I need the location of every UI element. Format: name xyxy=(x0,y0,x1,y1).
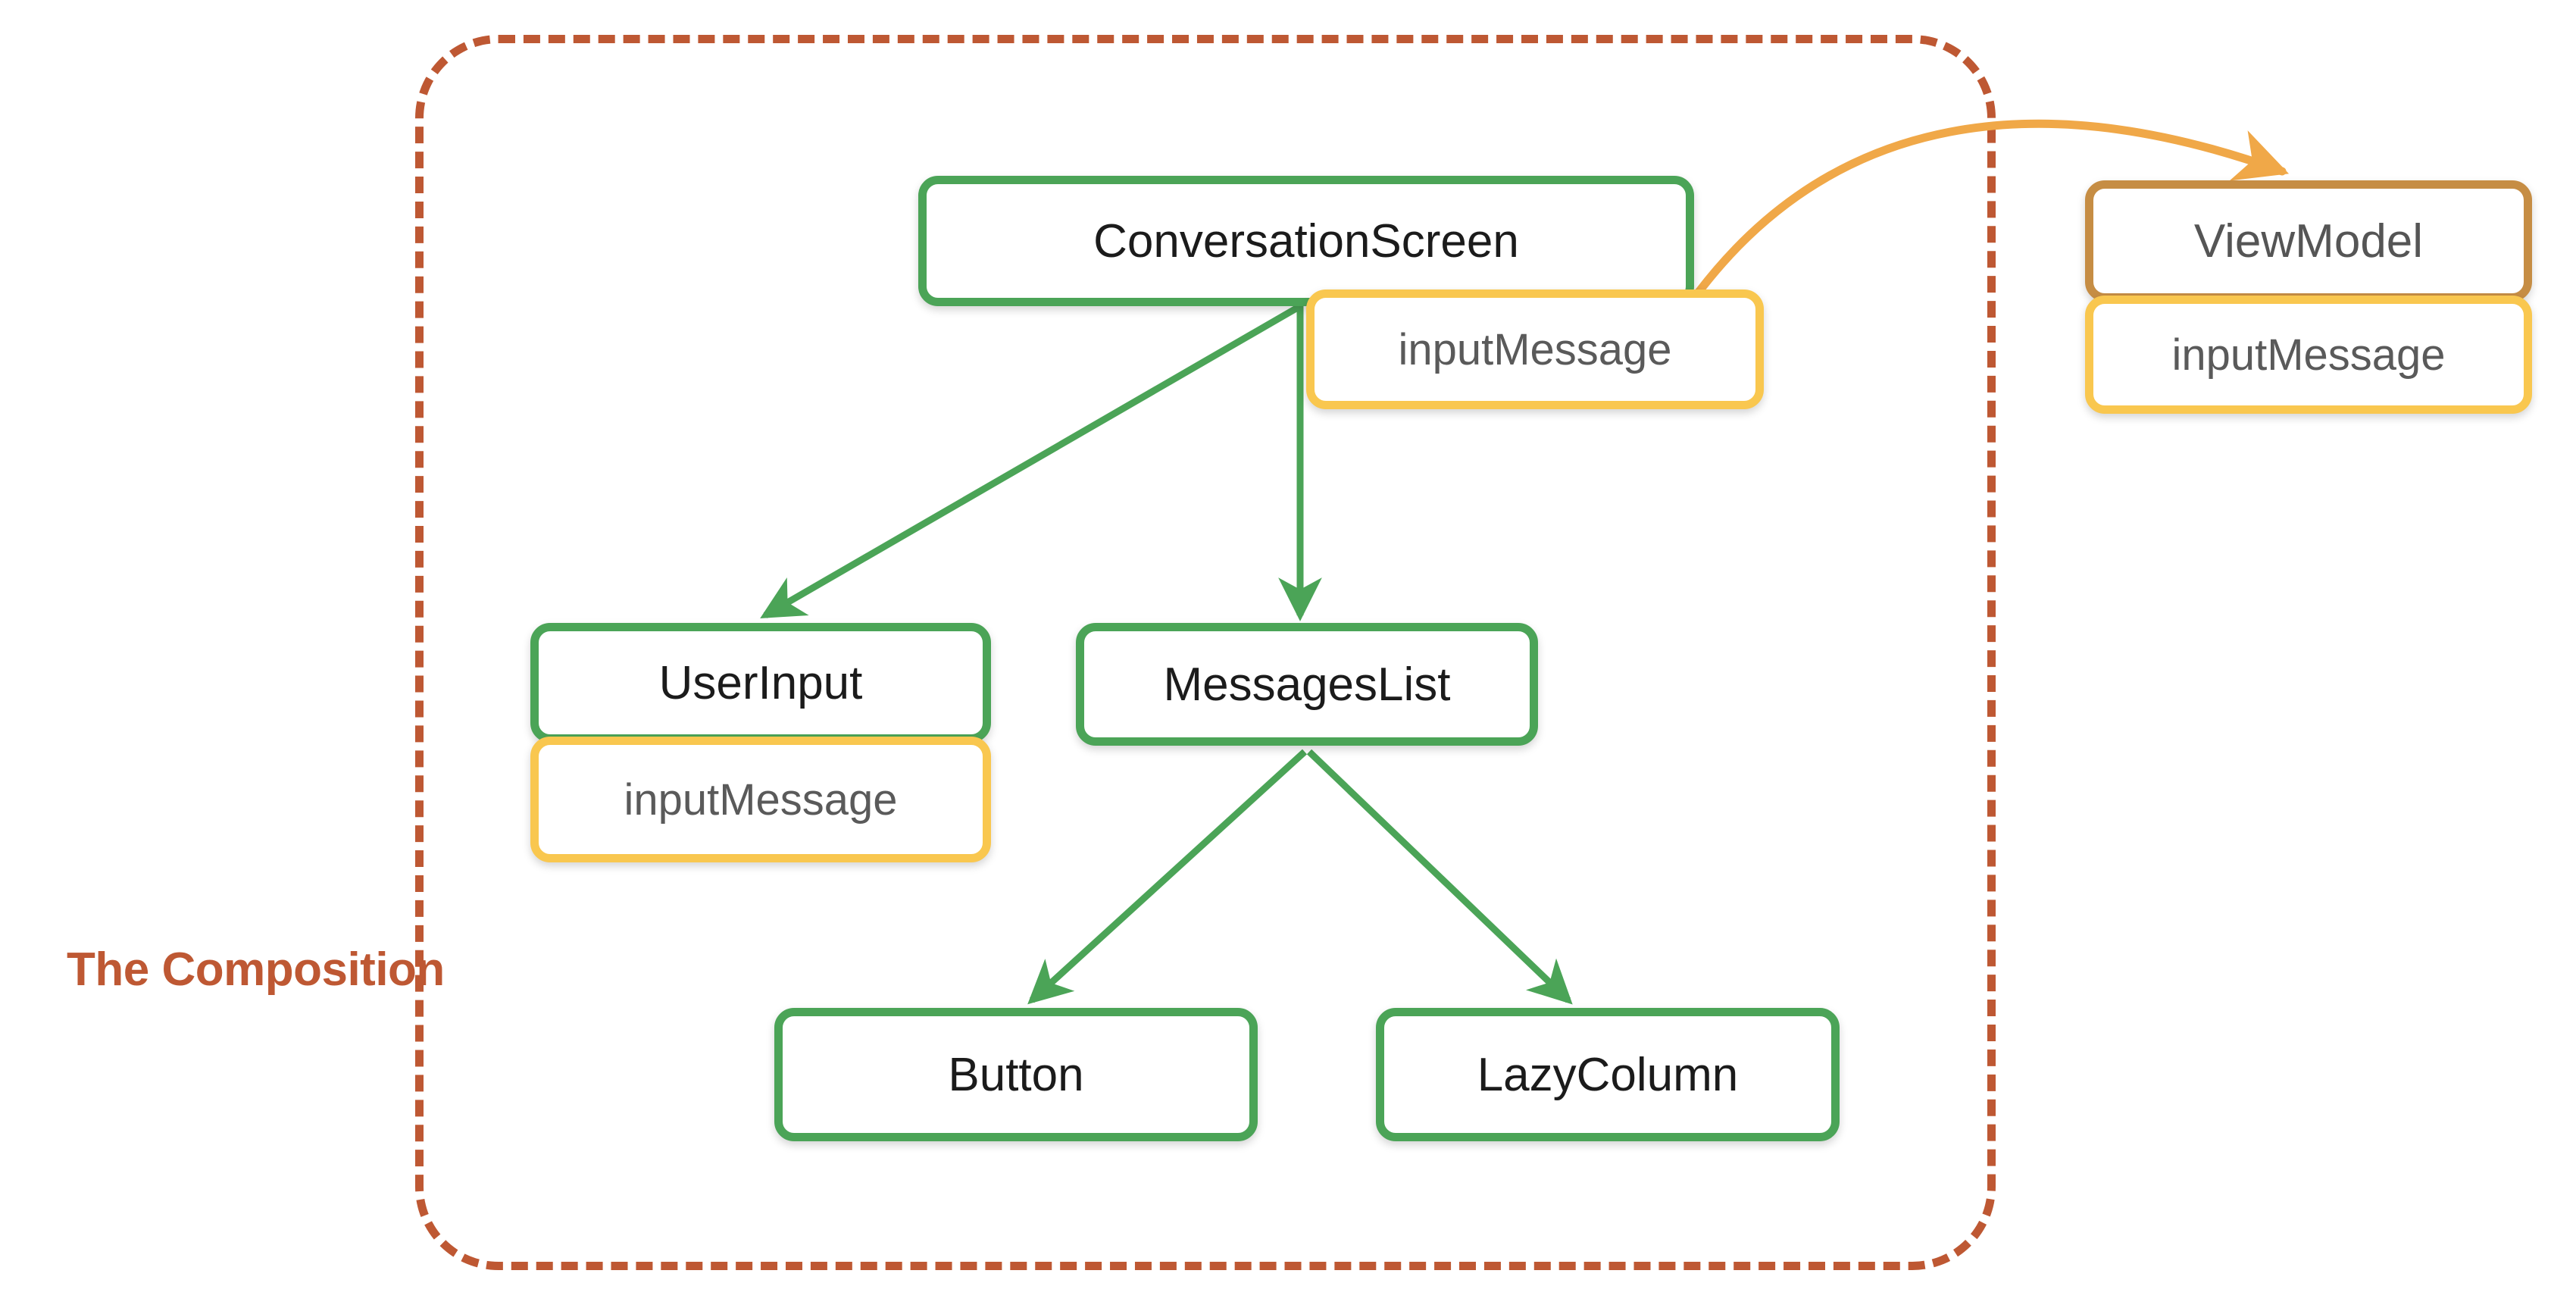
node-messageslist[interactable]: MessagesList xyxy=(1076,623,1538,746)
node-lazycolumn[interactable]: LazyColumn xyxy=(1376,1008,1840,1141)
edge-conversationscreen-to-userinput xyxy=(760,303,1302,618)
node-userinput-label: UserInput xyxy=(658,656,863,709)
node-button[interactable]: Button xyxy=(774,1008,1258,1141)
state-chip-viewmodel-inputmessage[interactable]: inputMessage xyxy=(2085,296,2532,414)
node-viewmodel[interactable]: ViewModel xyxy=(2085,180,2532,302)
state-chip-viewmodel-label: inputMessage xyxy=(2171,330,2446,380)
composition-title: The Composition xyxy=(67,943,445,996)
node-conversationscreen-label: ConversationScreen xyxy=(1093,214,1519,268)
node-conversationscreen[interactable]: ConversationScreen xyxy=(918,176,1694,306)
node-button-label: Button xyxy=(948,1048,1084,1101)
node-viewmodel-label: ViewModel xyxy=(2193,214,2424,268)
edge-messageslist-to-lazycolumn xyxy=(1306,749,1573,1005)
edge-messageslist-to-button xyxy=(1027,749,1308,1005)
state-chip-conversationscreen-inputmessage[interactable]: inputMessage xyxy=(1306,289,1764,409)
node-messageslist-label: MessagesList xyxy=(1163,658,1451,711)
node-userinput[interactable]: UserInput xyxy=(530,623,991,743)
node-lazycolumn-label: LazyColumn xyxy=(1477,1048,1739,1101)
state-chip-userinput-inputmessage[interactable]: inputMessage xyxy=(530,737,991,862)
state-chip-userinput-label: inputMessage xyxy=(624,774,898,825)
state-chip-conversationscreen-label: inputMessage xyxy=(1398,324,1672,374)
